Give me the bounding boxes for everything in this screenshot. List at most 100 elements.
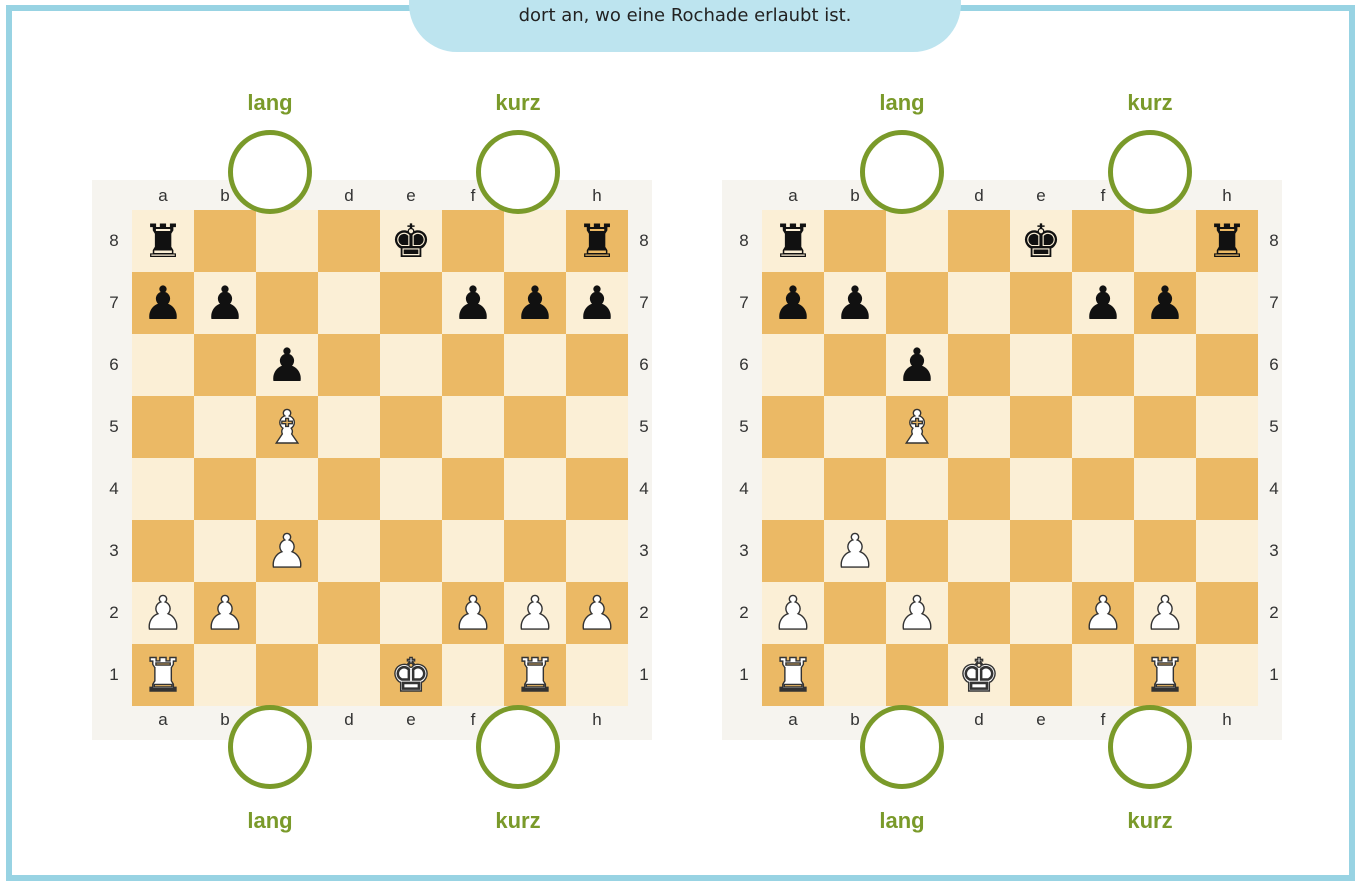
square-a3[interactable]: [762, 520, 824, 582]
black-king-icon[interactable]: ♚: [390, 218, 431, 264]
top-short-castle-answer-circle[interactable]: [476, 130, 560, 214]
square-a5[interactable]: [762, 396, 824, 458]
square-e6[interactable]: [1010, 334, 1072, 396]
square-f5[interactable]: [442, 396, 504, 458]
square-a3[interactable]: [132, 520, 194, 582]
square-b8[interactable]: [194, 210, 256, 272]
black-rook-icon[interactable]: ♜: [142, 218, 183, 264]
square-h7[interactable]: [1196, 272, 1258, 334]
white-pawn-icon[interactable]: ♟: [576, 590, 617, 636]
top-long-castle-answer-circle[interactable]: [228, 130, 312, 214]
black-rook-icon[interactable]: ♜: [576, 218, 617, 264]
square-e3[interactable]: [1010, 520, 1072, 582]
square-a2[interactable]: ♟: [132, 582, 194, 644]
black-pawn-icon[interactable]: ♟: [896, 342, 937, 388]
square-f1[interactable]: [1072, 644, 1134, 706]
square-f3[interactable]: [442, 520, 504, 582]
square-a5[interactable]: [132, 396, 194, 458]
square-b1[interactable]: [824, 644, 886, 706]
square-b3[interactable]: ♟: [824, 520, 886, 582]
black-pawn-icon[interactable]: ♟: [204, 280, 245, 326]
square-d4[interactable]: [318, 458, 380, 520]
black-king-icon[interactable]: ♚: [1020, 218, 1061, 264]
square-b7[interactable]: ♟: [824, 272, 886, 334]
square-c1[interactable]: [256, 644, 318, 706]
square-h1[interactable]: [1196, 644, 1258, 706]
square-f4[interactable]: [442, 458, 504, 520]
square-b3[interactable]: [194, 520, 256, 582]
square-e4[interactable]: [380, 458, 442, 520]
square-e8[interactable]: ♚: [1010, 210, 1072, 272]
square-d2[interactable]: [948, 582, 1010, 644]
white-pawn-icon[interactable]: ♟: [1144, 590, 1185, 636]
square-c8[interactable]: [886, 210, 948, 272]
square-d3[interactable]: [948, 520, 1010, 582]
top-short-castle-answer-circle[interactable]: [1108, 130, 1192, 214]
square-c5[interactable]: ♝: [886, 396, 948, 458]
square-e5[interactable]: [380, 396, 442, 458]
white-king-icon[interactable]: ♚: [958, 652, 999, 698]
square-d8[interactable]: [318, 210, 380, 272]
square-g6[interactable]: [1134, 334, 1196, 396]
square-h3[interactable]: [566, 520, 628, 582]
square-f4[interactable]: [1072, 458, 1134, 520]
black-pawn-icon[interactable]: ♟: [772, 280, 813, 326]
square-e2[interactable]: [380, 582, 442, 644]
black-pawn-icon[interactable]: ♟: [142, 280, 183, 326]
square-b8[interactable]: [824, 210, 886, 272]
black-pawn-icon[interactable]: ♟: [1144, 280, 1185, 326]
white-pawn-icon[interactable]: ♟: [452, 590, 493, 636]
square-h6[interactable]: [1196, 334, 1258, 396]
square-e2[interactable]: [1010, 582, 1072, 644]
square-d6[interactable]: [318, 334, 380, 396]
square-f5[interactable]: [1072, 396, 1134, 458]
square-d7[interactable]: [318, 272, 380, 334]
square-d8[interactable]: [948, 210, 1010, 272]
square-h6[interactable]: [566, 334, 628, 396]
square-b6[interactable]: [194, 334, 256, 396]
square-b1[interactable]: [194, 644, 256, 706]
square-b2[interactable]: [824, 582, 886, 644]
square-b4[interactable]: [194, 458, 256, 520]
square-c4[interactable]: [886, 458, 948, 520]
square-g6[interactable]: [504, 334, 566, 396]
bottom-short-castle-answer-circle[interactable]: [1108, 705, 1192, 789]
square-a1[interactable]: ♜: [132, 644, 194, 706]
square-a2[interactable]: ♟: [762, 582, 824, 644]
square-g8[interactable]: [1134, 210, 1196, 272]
square-c1[interactable]: [886, 644, 948, 706]
square-g1[interactable]: ♜: [1134, 644, 1196, 706]
bottom-short-castle-answer-circle[interactable]: [476, 705, 560, 789]
square-f3[interactable]: [1072, 520, 1134, 582]
square-c3[interactable]: [886, 520, 948, 582]
square-a7[interactable]: ♟: [762, 272, 824, 334]
square-h2[interactable]: ♟: [566, 582, 628, 644]
square-b5[interactable]: [824, 396, 886, 458]
square-d7[interactable]: [948, 272, 1010, 334]
white-rook-icon[interactable]: ♜: [772, 652, 813, 698]
square-h8[interactable]: ♜: [1196, 210, 1258, 272]
square-b2[interactable]: ♟: [194, 582, 256, 644]
square-a1[interactable]: ♜: [762, 644, 824, 706]
square-f1[interactable]: [442, 644, 504, 706]
square-e7[interactable]: [1010, 272, 1072, 334]
black-pawn-icon[interactable]: ♟: [266, 342, 307, 388]
square-g1[interactable]: ♜: [504, 644, 566, 706]
square-d1[interactable]: [318, 644, 380, 706]
white-pawn-icon[interactable]: ♟: [142, 590, 183, 636]
square-h4[interactable]: [1196, 458, 1258, 520]
square-d4[interactable]: [948, 458, 1010, 520]
square-g8[interactable]: [504, 210, 566, 272]
square-h5[interactable]: [1196, 396, 1258, 458]
square-e5[interactable]: [1010, 396, 1072, 458]
square-c8[interactable]: [256, 210, 318, 272]
white-bishop-icon[interactable]: ♝: [266, 404, 307, 450]
white-pawn-icon[interactable]: ♟: [514, 590, 555, 636]
square-d1[interactable]: ♚: [948, 644, 1010, 706]
square-g3[interactable]: [504, 520, 566, 582]
square-g5[interactable]: [504, 396, 566, 458]
black-pawn-icon[interactable]: ♟: [452, 280, 493, 326]
white-bishop-icon[interactable]: ♝: [896, 404, 937, 450]
square-d2[interactable]: [318, 582, 380, 644]
square-e7[interactable]: [380, 272, 442, 334]
